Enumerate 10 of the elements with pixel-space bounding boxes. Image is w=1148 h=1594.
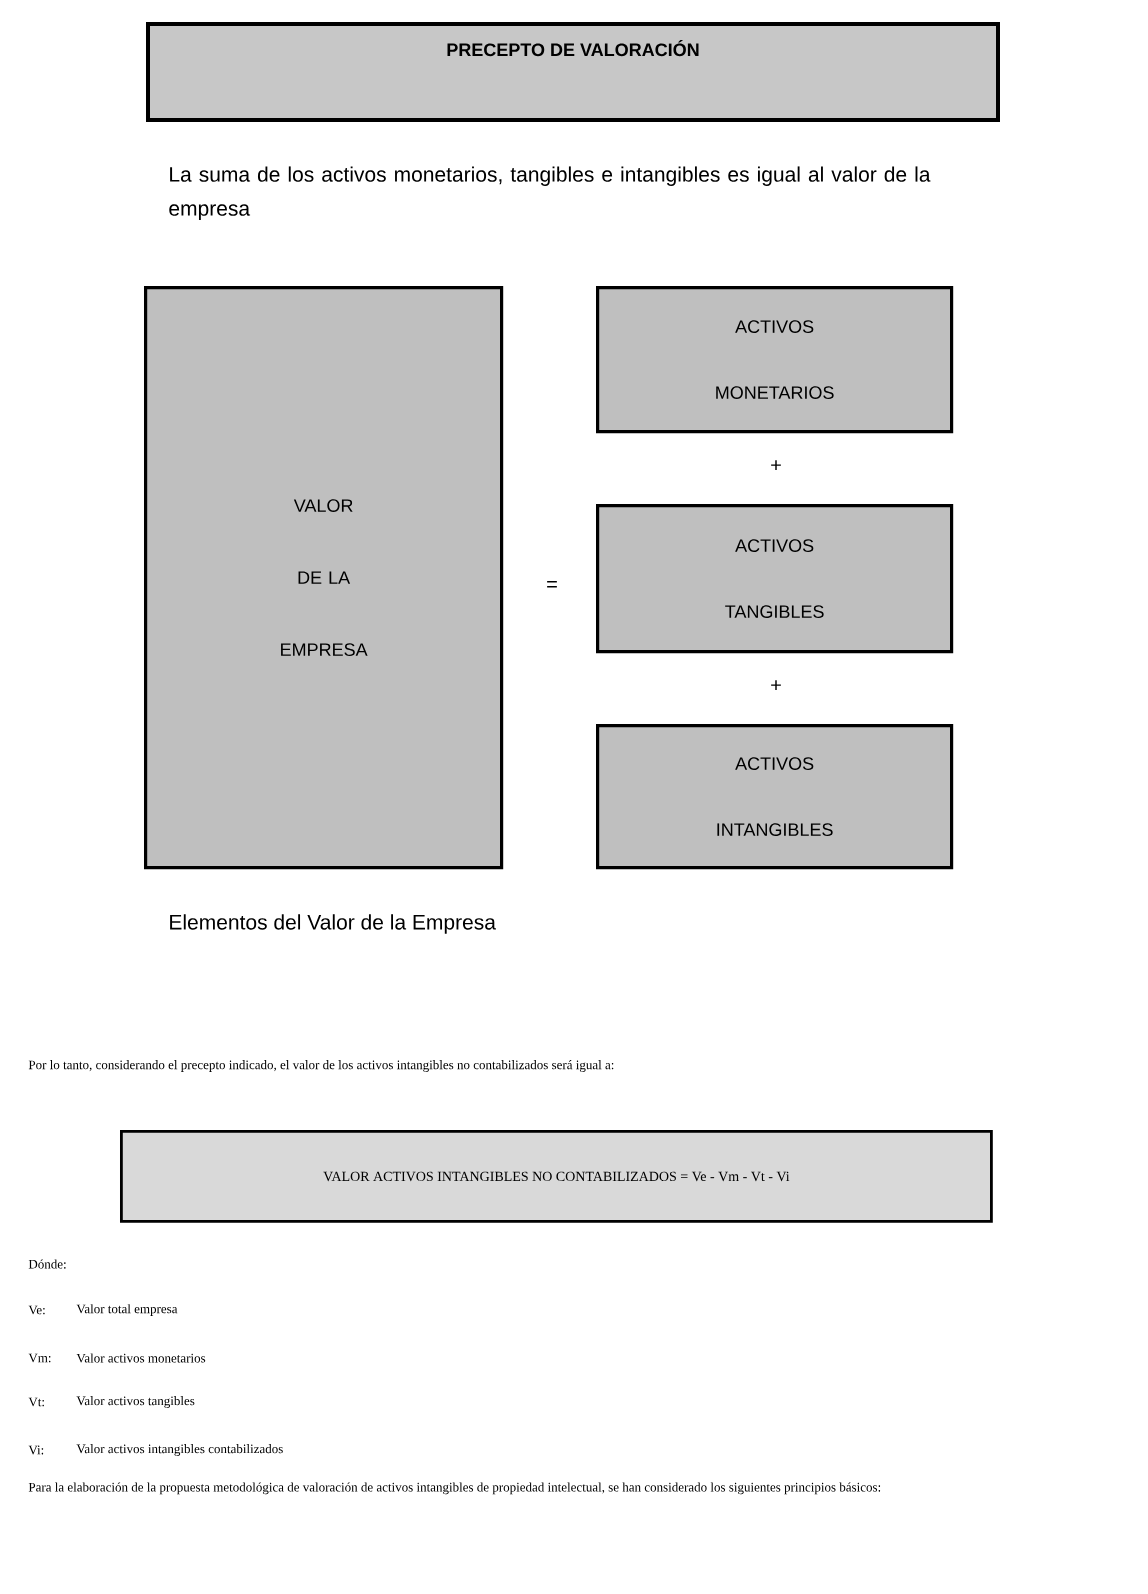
value-box: VALOR DE LA EMPRESA <box>144 286 504 870</box>
caption: Elementos del Valor de la Empresa <box>170 914 496 934</box>
title-box: PRECEPTO DE VALORACIÓN <box>146 22 1000 122</box>
plus-sign: + <box>771 680 781 690</box>
description-text: La suma de los activos monetarios, tangibles e intangibles es igual al valor de la empresa <box>169 166 931 220</box>
asset-box: ACTIVOS TANGIBLES <box>596 504 954 654</box>
asset-box: ACTIVOS INTANGIBLES <box>596 724 954 870</box>
equals-sign: = <box>547 581 557 588</box>
plus-sign: + <box>771 460 781 470</box>
asset-box: ACTIVOS MONETARIOS <box>596 286 954 434</box>
